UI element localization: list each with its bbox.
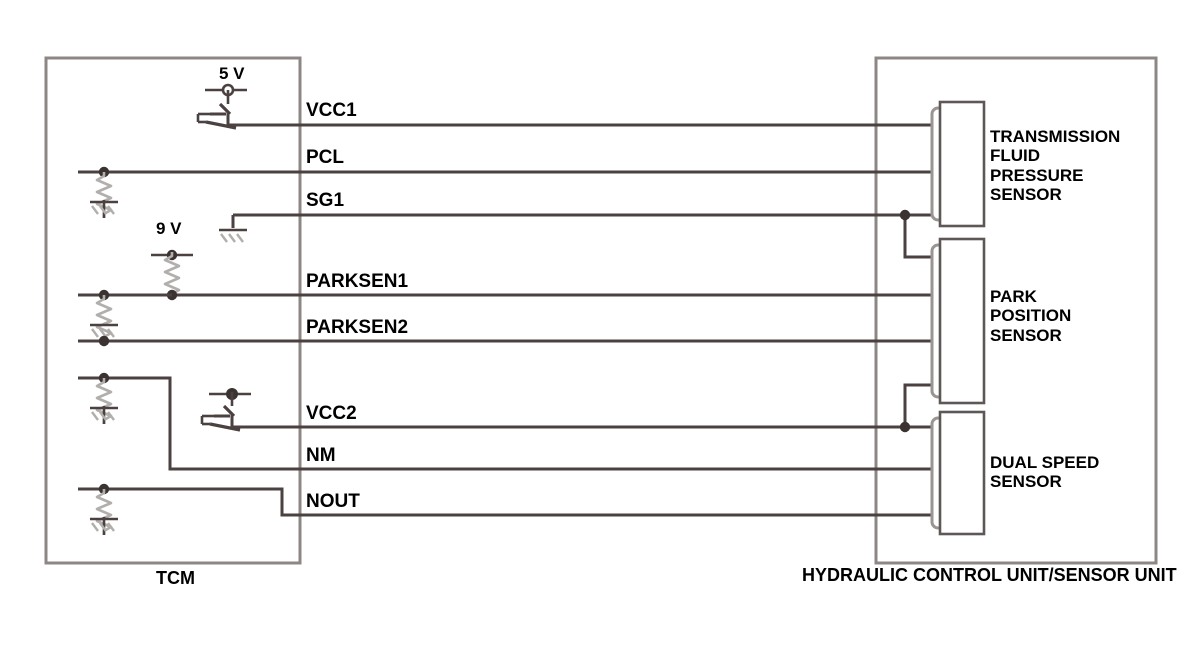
pin-label-nout: NOUT bbox=[306, 491, 360, 512]
sg1-branch-junction bbox=[899, 209, 911, 221]
vcc1-driver-circuit bbox=[196, 83, 247, 130]
nm-pulldown-resistor bbox=[88, 372, 120, 426]
pin-label-vcc1: VCC1 bbox=[306, 100, 357, 121]
sensor-connector-dss bbox=[930, 410, 986, 536]
parksen2-node bbox=[98, 335, 110, 347]
hydraulic-unit-caption: HYDRAULIC CONTROL UNIT/SENSOR UNIT bbox=[802, 565, 1177, 585]
pin-label-sg1: SG1 bbox=[306, 190, 345, 211]
parksen1-pullup-9v bbox=[140, 249, 193, 301]
sensor-label-dual-speed: DUAL SPEED SENSOR bbox=[990, 453, 1100, 492]
pcl-pulldown-resistor bbox=[88, 166, 120, 220]
sensor-connector-pps bbox=[930, 237, 986, 405]
supply-label-9v: 9 V bbox=[156, 219, 182, 238]
pin-wires bbox=[78, 123, 940, 517]
tcm-enclosure bbox=[44, 56, 302, 565]
nout-pulldown-resistor bbox=[88, 483, 120, 537]
hydraulic-unit-enclosure bbox=[874, 56, 1158, 565]
vcc2-branch-junction bbox=[899, 421, 911, 433]
tcm-caption: TCM bbox=[156, 568, 195, 588]
pin-label-parksen2: PARKSEN2 bbox=[306, 317, 409, 338]
pin-label-pcl: PCL bbox=[306, 147, 344, 168]
pin-label-parksen1: PARKSEN1 bbox=[306, 271, 409, 292]
supply-label-5v: 5 V bbox=[219, 64, 245, 83]
sensor-connector-tfp bbox=[930, 100, 986, 228]
vcc2-driver-circuit bbox=[200, 388, 251, 432]
sensor-label-transmission-fluid-pressure: TRANSMISSION FLUID PRESSURE SENSOR bbox=[990, 127, 1121, 205]
pin-label-nm: NM bbox=[306, 445, 336, 466]
sensor-label-park-position: PARK POSITION SENSOR bbox=[990, 287, 1072, 345]
parksen1-pulldown-resistor bbox=[88, 289, 120, 343]
pin-label-vcc2: VCC2 bbox=[306, 403, 357, 424]
